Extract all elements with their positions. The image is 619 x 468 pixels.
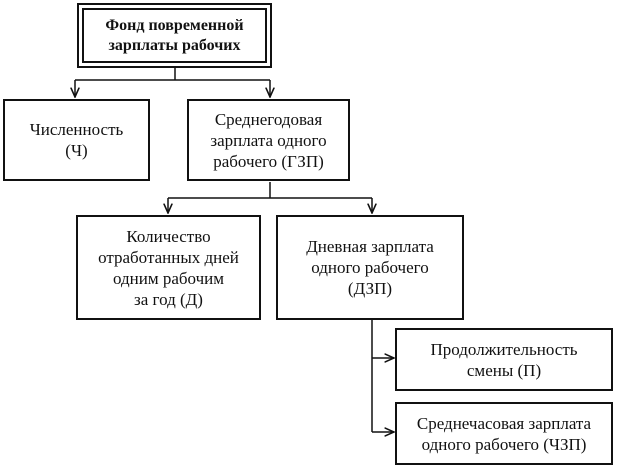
- node-shift-length: Продолжительность смены (П): [395, 328, 613, 391]
- node-headcount: Численность (Ч): [3, 99, 150, 181]
- node-days-worked: Количество отработанных дней одним рабоч…: [76, 215, 261, 320]
- node-avg-hourly-wage: Среднечасовая зарплата одного рабочего (…: [395, 402, 613, 465]
- node-daily-wage: Дневная зарплата одного рабочего (ДЗП): [276, 215, 464, 320]
- node-avg-annual-wage: Среднегодовая зарплата одного рабочего (…: [187, 99, 350, 181]
- node-hourly-wage-fund: Фонд повременной зарплаты рабочих: [77, 3, 272, 68]
